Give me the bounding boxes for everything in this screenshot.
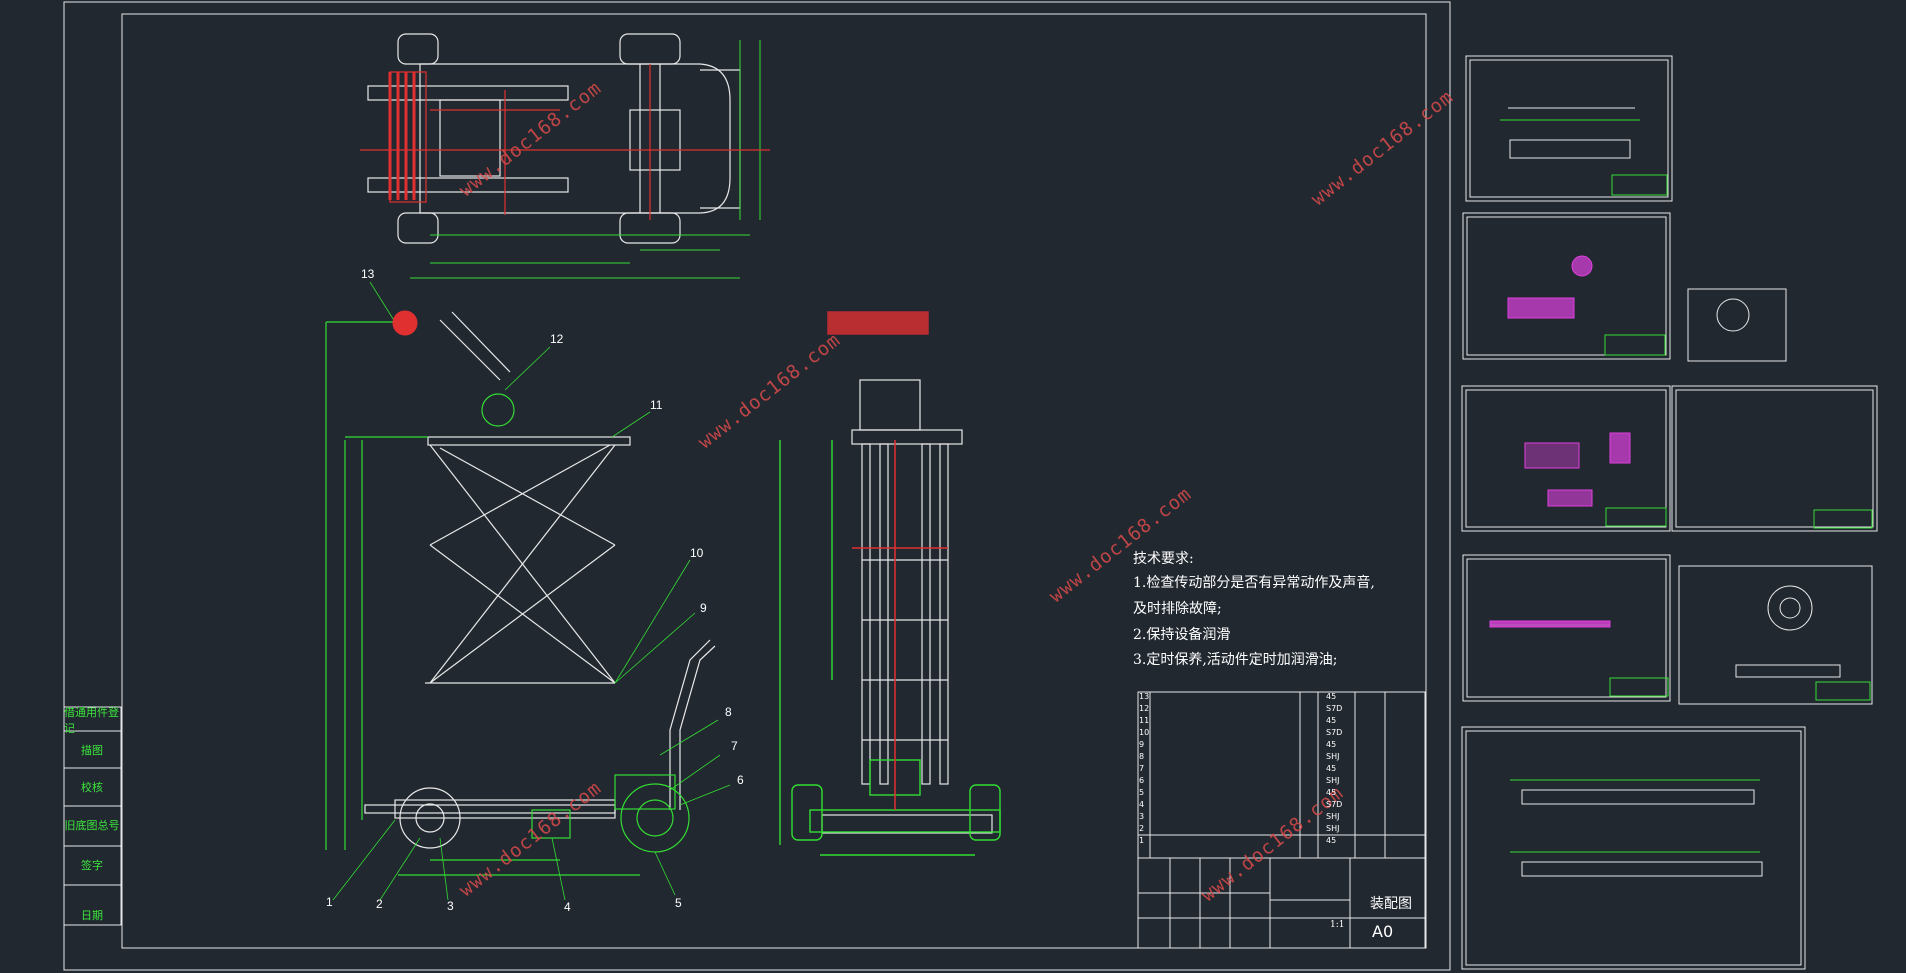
tech-note-line: 1.检查传动部分是否有异常动作及声音, — [1133, 575, 1375, 591]
detail-magenta — [1489, 255, 1631, 628]
side-label: 签字 — [81, 859, 103, 872]
part-spec: SHJ — [1326, 824, 1340, 833]
part-no: 5 — [1139, 788, 1145, 797]
table-row: 7 45 — [1138, 764, 1425, 776]
part-number: 12 — [550, 332, 564, 346]
part-no: 6 — [1139, 776, 1145, 785]
part-number: 2 — [376, 897, 383, 911]
drawing-frame — [121, 13, 1427, 949]
part-spec: SHJ — [1326, 812, 1340, 821]
part-spec: S7D — [1326, 728, 1343, 737]
table-row: 9 45 — [1138, 740, 1425, 752]
side-view — [364, 311, 716, 849]
tech-note-line: 及时排除故障; — [1133, 601, 1222, 617]
part-no: 4 — [1139, 800, 1145, 809]
part-spec: 45 — [1326, 836, 1337, 845]
part-spec: SHJ — [1326, 752, 1340, 761]
part-spec: 45 — [1326, 740, 1337, 749]
parts-table-grid — [1137, 691, 1426, 949]
part-no: 3 — [1139, 812, 1145, 821]
part-no: 13 — [1139, 692, 1150, 701]
side-label: 借通用件登记 — [64, 706, 119, 735]
table-row: 4 S7D — [1138, 800, 1425, 812]
part-no: 12 — [1139, 704, 1150, 713]
scale-ratio: 1:1 — [1330, 920, 1345, 930]
part-number: 8 — [725, 705, 732, 719]
table-row: 6 SHJ — [1138, 776, 1425, 788]
table-row: 2 SHJ — [1138, 824, 1425, 836]
table-row: 11 45 — [1138, 716, 1425, 728]
part-spec: 45 — [1326, 788, 1337, 797]
detail-sheets — [1461, 55, 1878, 970]
part-spec: 45 — [1326, 764, 1337, 773]
parts-table: 13 45 12 S7D 11 45 10 S7D 9 45 8 SHJ 7 4… — [1138, 692, 1425, 858]
part-spec: SHJ — [1326, 776, 1340, 785]
part-number: 7 — [731, 739, 738, 753]
part-spec: S7D — [1326, 704, 1343, 713]
table-row: 1 45 — [1138, 836, 1425, 848]
table-row: 10 S7D — [1138, 728, 1425, 740]
part-no: 1 — [1139, 836, 1145, 845]
side-label: 日期 — [81, 909, 103, 922]
table-row: 12 S7D — [1138, 704, 1425, 716]
tech-note-line: 3.定时保养,活动件定时加润滑油; — [1133, 652, 1338, 668]
part-number: 9 — [700, 601, 707, 615]
part-no: 7 — [1139, 764, 1145, 773]
table-row: 13 45 — [1138, 692, 1425, 704]
part-no: 10 — [1139, 728, 1150, 737]
part-no: 11 — [1139, 716, 1150, 725]
part-number: 5 — [675, 896, 682, 910]
part-number: 6 — [737, 773, 744, 787]
front-view — [821, 379, 993, 834]
tech-note-line: 2.保持设备润滑 — [1133, 627, 1231, 643]
part-number: 13 — [361, 267, 375, 281]
table-row: 3 SHJ — [1138, 812, 1425, 824]
part-no: 2 — [1139, 824, 1145, 833]
tech-notes-title: 技术要求: — [1133, 551, 1194, 567]
part-number: 3 — [447, 899, 454, 913]
side-label: 描图 — [81, 744, 103, 757]
part-spec: S7D — [1326, 800, 1343, 809]
detail-accents — [1490, 119, 1873, 853]
drawing-name: 装配图 — [1370, 896, 1412, 912]
part-spec: 45 — [1326, 692, 1337, 701]
part-spec: 45 — [1326, 716, 1337, 725]
side-label: 旧底图总号 — [64, 819, 120, 832]
part-number: 10 — [690, 546, 704, 560]
top-view — [367, 33, 741, 244]
part-no: 9 — [1139, 740, 1145, 749]
part-no: 8 — [1139, 752, 1145, 761]
sheet-size: A0 — [1372, 922, 1394, 941]
part-number: 1 — [326, 895, 333, 909]
side-label: 校核 — [81, 781, 103, 794]
part-number: 4 — [564, 900, 571, 914]
part-number: 11 — [650, 398, 663, 412]
table-row: 5 45 — [1138, 788, 1425, 800]
table-row: 8 SHJ — [1138, 752, 1425, 764]
